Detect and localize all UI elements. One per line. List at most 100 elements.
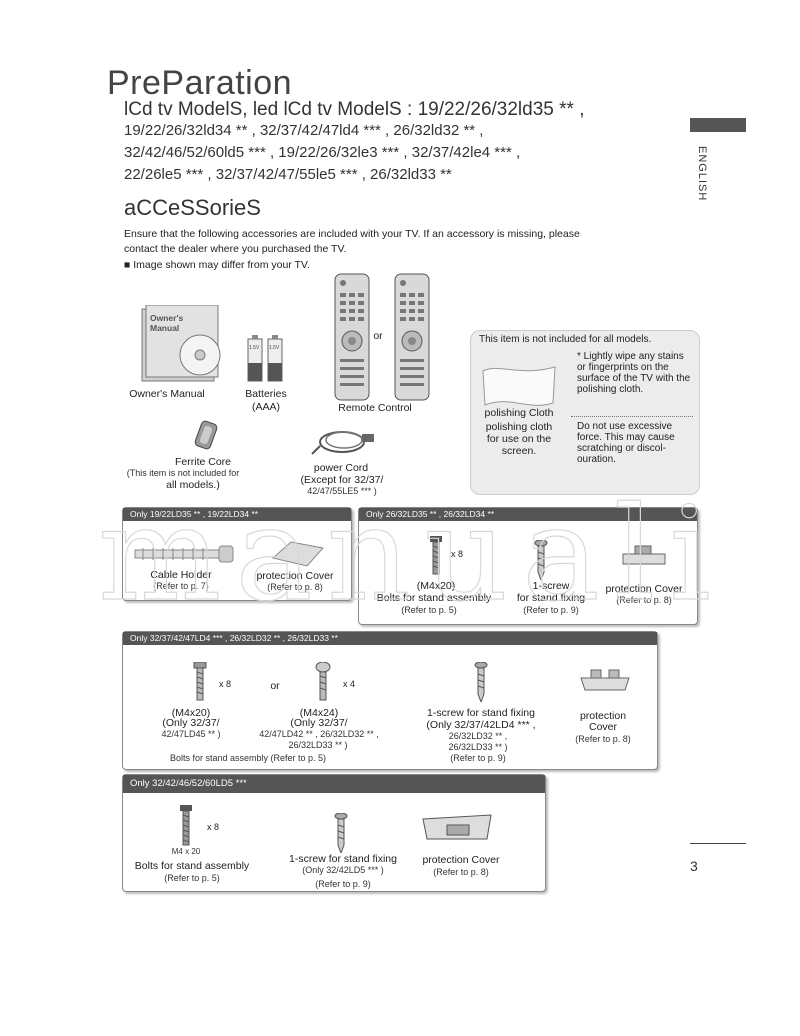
bolt-image-box2 <box>429 536 443 576</box>
accessories-intro: Ensure that the following accessories ar… <box>124 228 580 255</box>
box3-screw-models-3: 26/32LD33 ** ) <box>448 742 508 752</box>
page-number: 3 <box>690 858 698 874</box>
box3-bolt1-size: (M4x20) <box>171 707 211 719</box>
polishing-cloth-panel: This item is not included for all models… <box>470 330 700 495</box>
cable-holder-ref: (Refer to p. 7) <box>153 581 209 591</box>
page-title: PreParation <box>107 64 293 102</box>
polishing-divider <box>571 416 693 417</box>
screw-image-box2 <box>534 539 548 582</box>
box3-screw-label: 1-screw for stand fixing <box>427 707 535 719</box>
page-number-rule <box>690 843 746 844</box>
box4-cover-label: protection Cover <box>422 854 500 866</box>
polishing-tip-1: * Lightly wipe any stains or fingerprint… <box>577 351 691 395</box>
remote-control-image-1 <box>334 273 370 401</box>
ferrite-note-2: all models.) <box>166 479 220 491</box>
models-line-3: 32/42/46/52/60ld5 *** , 19/22/26/32le3 *… <box>124 144 521 161</box>
bolt-image-box4 <box>179 805 193 847</box>
box2-screw-title: 1-screw <box>532 580 570 592</box>
section-tab-bar <box>690 118 746 132</box>
polishing-cloth-image <box>479 361 559 411</box>
box4-bolt-qty: x 8 <box>206 822 219 832</box>
screw-image-box3 <box>474 661 488 704</box>
battery-label-left: 1.5V <box>249 345 260 351</box>
box3-bolt1-qty: x 8 <box>218 679 231 689</box>
power-cord-label: power Cord <box>313 462 369 474</box>
image-note: ■ Image shown may differ from your TV. <box>124 259 310 271</box>
bolt-image-box3-b <box>315 661 331 702</box>
box3-bolt2-models-1: (Only 32/37/ <box>290 717 348 729</box>
ferrite-note-1: (This item is not included for <box>126 468 240 478</box>
box3-or: or <box>270 680 280 692</box>
box4-screw-models: (Only 32/42LD5 *** ) <box>302 865 384 875</box>
box3-bolt2-models-3: 26/32LD33 ** ) <box>288 740 348 750</box>
box2-cover-ref: (Refer to p. 8) <box>616 595 672 605</box>
box2-bolt-size: (M4x20) <box>416 580 456 592</box>
box3-bolt1-models-1: (Only 32/37/ <box>162 717 220 729</box>
box3-bolt1-models-2: 42/47LD45 ** ) <box>161 729 221 739</box>
language-tab: ENGLISH <box>696 146 708 202</box>
protection-cover-image-4 <box>419 811 495 843</box>
accessories-heading: aCCeSSorieS <box>124 195 261 220</box>
batteries-type: (AAA) <box>251 401 280 413</box>
box2-screw-label: for stand fixing <box>516 592 586 604</box>
box3-bolt2-models-2: 42/47LD42 ** , 26/32LD32 ** , <box>259 729 379 739</box>
remote-or: or <box>373 330 383 342</box>
bolt-image-box3-a <box>193 661 207 702</box>
protection-cover-image-1 <box>269 538 327 568</box>
box3-bolt2-qty: x 4 <box>342 679 355 689</box>
box2-cover-label: protection Cover <box>605 583 683 595</box>
box4-bolt-ref: (Refer to p. 5) <box>164 873 220 883</box>
box3-screw-models-2: 26/32LD32 ** , <box>448 731 508 741</box>
power-cord-image <box>310 418 380 460</box>
accessory-box-32-60: Only 32/42/46/52/60LD5 *** x 8 M4 x 20 B… <box>122 774 546 892</box>
box1-cover-label: protection Cover <box>256 570 334 582</box>
polishing-cloth-description: polishing cloth for use on the screen. <box>485 421 553 457</box>
box3-bolts-label: Bolts for stand assembly (Refer to p. 5) <box>169 753 327 763</box>
box4-bolt-label: Bolts for stand assembly <box>134 860 250 872</box>
box2-screw-ref: (Refer to p. 9) <box>523 605 579 615</box>
remote-control-label: Remote Control <box>338 402 412 414</box>
models-line-1: lCd tv ModelS, led lCd tv ModelS : 19/22… <box>124 99 585 120</box>
box2-header: Only 26/32LD35 ** , 26/32LD34 ** <box>359 508 697 521</box>
box4-cover-ref: (Refer to p. 8) <box>433 867 489 877</box>
box3-bolt2-size: (M4x24) <box>299 707 339 719</box>
batteries-label: Batteries <box>245 388 287 400</box>
ferrite-core-image <box>192 418 222 452</box>
accessory-box-19-22: Only 19/22LD35 ** , 19/22LD34 ** Cable H… <box>122 507 352 601</box>
accessory-box-32-47: Only 32/37/42/47LD4 *** , 26/32LD32 ** ,… <box>122 631 658 770</box>
protection-cover-image-3 <box>577 666 633 694</box>
cable-holder-image <box>133 542 237 566</box>
box1-cover-ref: (Refer to p. 8) <box>267 582 323 592</box>
batteries-image: 1.5V 1.5V <box>246 333 286 383</box>
polishing-panel-header: This item is not included for all models… <box>479 334 652 345</box>
protection-cover-image-2 <box>619 544 669 568</box>
models-line-4: 22/26le5 *** , 32/37/42/47/55le5 *** , 2… <box>124 166 452 183</box>
polishing-tip-2: Do not use excessive force. This may cau… <box>577 421 675 465</box>
manual-cover-text: Owner's Manual <box>150 313 184 333</box>
box1-header: Only 19/22LD35 ** , 19/22LD34 ** <box>123 508 351 521</box>
box3-cover-line2: Cover <box>588 721 617 733</box>
box2-bolt-ref: (Refer to p. 5) <box>401 605 457 615</box>
box2-bolt-qty: x 8 <box>450 549 463 559</box>
box4-header: Only 32/42/46/52/60LD5 *** <box>123 775 545 793</box>
ferrite-core-label: Ferrite Core <box>174 456 231 468</box>
box3-screw-models-1: (Only 32/37/42LD4 *** , <box>426 719 536 731</box>
box2-bolt-label: Bolts for stand assembly <box>376 592 492 604</box>
box3-cover-ref: (Refer to p. 8) <box>575 734 631 744</box>
polishing-cloth-label: polishing Cloth <box>484 407 554 419</box>
cable-holder-label: Cable Holder <box>150 569 212 581</box>
box3-cover-line1: protection <box>579 710 627 722</box>
box4-screw-ref: (Refer to p. 9) <box>315 879 371 889</box>
box3-header: Only 32/37/42/47LD4 *** , 26/32LD32 ** ,… <box>123 632 657 645</box>
power-cord-note-1: (Except for 32/37/ <box>300 474 384 486</box>
remote-control-image-2 <box>394 273 430 401</box>
box4-screw-label: 1-screw for stand fixing <box>289 853 397 865</box>
accessory-box-26-32: Only 26/32LD35 ** , 26/32LD34 ** x 8 (M4… <box>358 507 698 625</box>
power-cord-note-2: 42/47/55LE5 *** ) <box>307 486 377 496</box>
box4-bolt-size: M4 x 20 <box>171 847 201 856</box>
screw-image-box4 <box>334 812 348 855</box>
models-line-2: 19/22/26/32ld34 ** , 32/37/42/47ld4 *** … <box>124 122 484 139</box>
owners-manual-label: Owner's Manual <box>129 388 205 400</box>
owners-manual-image: Owner's Manual <box>138 304 228 385</box>
box3-screw-ref: (Refer to p. 9) <box>450 753 506 763</box>
